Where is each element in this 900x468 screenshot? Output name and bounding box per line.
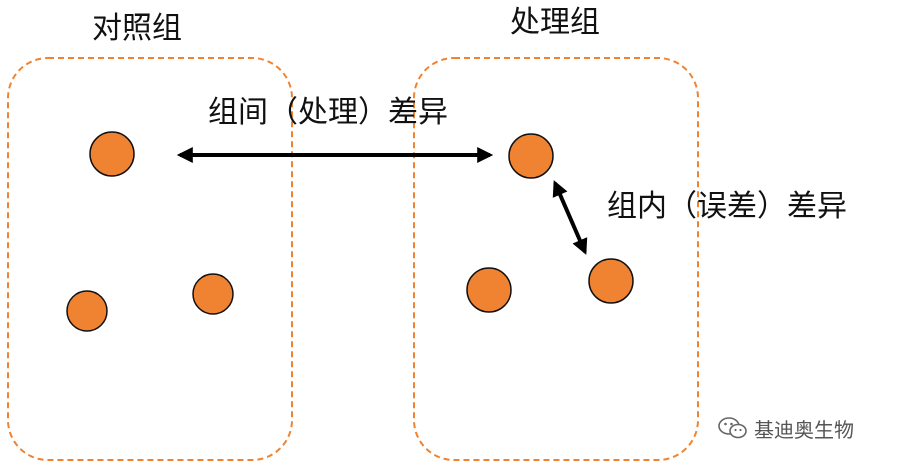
within-group-label: 组内（误差）差异	[607, 189, 847, 224]
within-group-arrow	[552, 180, 588, 255]
between-group-label: 组间（处理）差异	[208, 95, 448, 130]
control-dot	[89, 131, 135, 177]
treatment-dot	[588, 258, 634, 304]
treatment-dot	[508, 133, 554, 179]
watermark-text: 基迪奥生物	[754, 417, 854, 442]
control-group-title: 对照组	[92, 11, 182, 46]
treatment-group-title: 处理组	[510, 5, 600, 40]
control-dot	[66, 290, 108, 332]
wechat-icon	[718, 416, 748, 440]
treatment-dot	[466, 267, 512, 313]
control-dot	[192, 273, 234, 315]
control-group-box	[7, 57, 293, 461]
watermark: 基迪奥生物	[718, 414, 854, 442]
treatment-group-box	[413, 57, 699, 461]
